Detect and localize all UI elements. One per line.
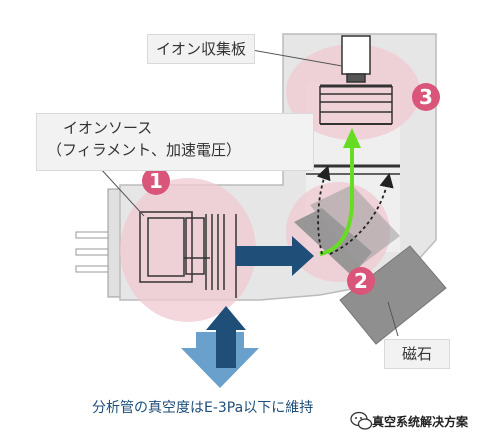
marker-3: 3 <box>412 83 440 111</box>
heavy-ion-path <box>329 172 394 255</box>
connector-flange <box>75 188 121 298</box>
magnet-label: 磁石 <box>384 339 450 369</box>
svg-text:3: 3 <box>419 85 433 109</box>
ion-path-arrow <box>319 145 354 256</box>
zone-ion-source <box>120 178 256 322</box>
ion-collector-label: イオン収集板 <box>147 34 256 64</box>
ion-source-label: イオンソース （フィラメント、加速電圧） <box>36 113 314 171</box>
magnet-leader <box>387 301 399 337</box>
ion-source-label-line2: （フィラメント、加速電圧） <box>47 141 241 159</box>
wechat-logo-icon <box>350 411 373 430</box>
svg-text:1: 1 <box>149 169 163 193</box>
pump-inlet-arrow <box>206 306 246 368</box>
ion-path-arrowhead <box>343 128 361 148</box>
ion-source-assembly <box>139 211 237 298</box>
magnet-block <box>294 185 447 345</box>
brand-name: 真空系统解决方案 <box>372 415 469 429</box>
light-ion-path <box>316 165 331 255</box>
vacuum-caption: 分析管の真空度はE-3Pa以下に維持 <box>92 400 314 416</box>
marker-1: 1 <box>142 167 170 195</box>
source-leader <box>99 167 145 217</box>
ion-beam-arrow <box>236 236 314 276</box>
collector-leader <box>251 49 343 67</box>
ion-source-label-line1: イオンソース <box>63 119 153 137</box>
svg-text:2: 2 <box>354 269 368 293</box>
marker-2: 2 <box>347 267 375 295</box>
